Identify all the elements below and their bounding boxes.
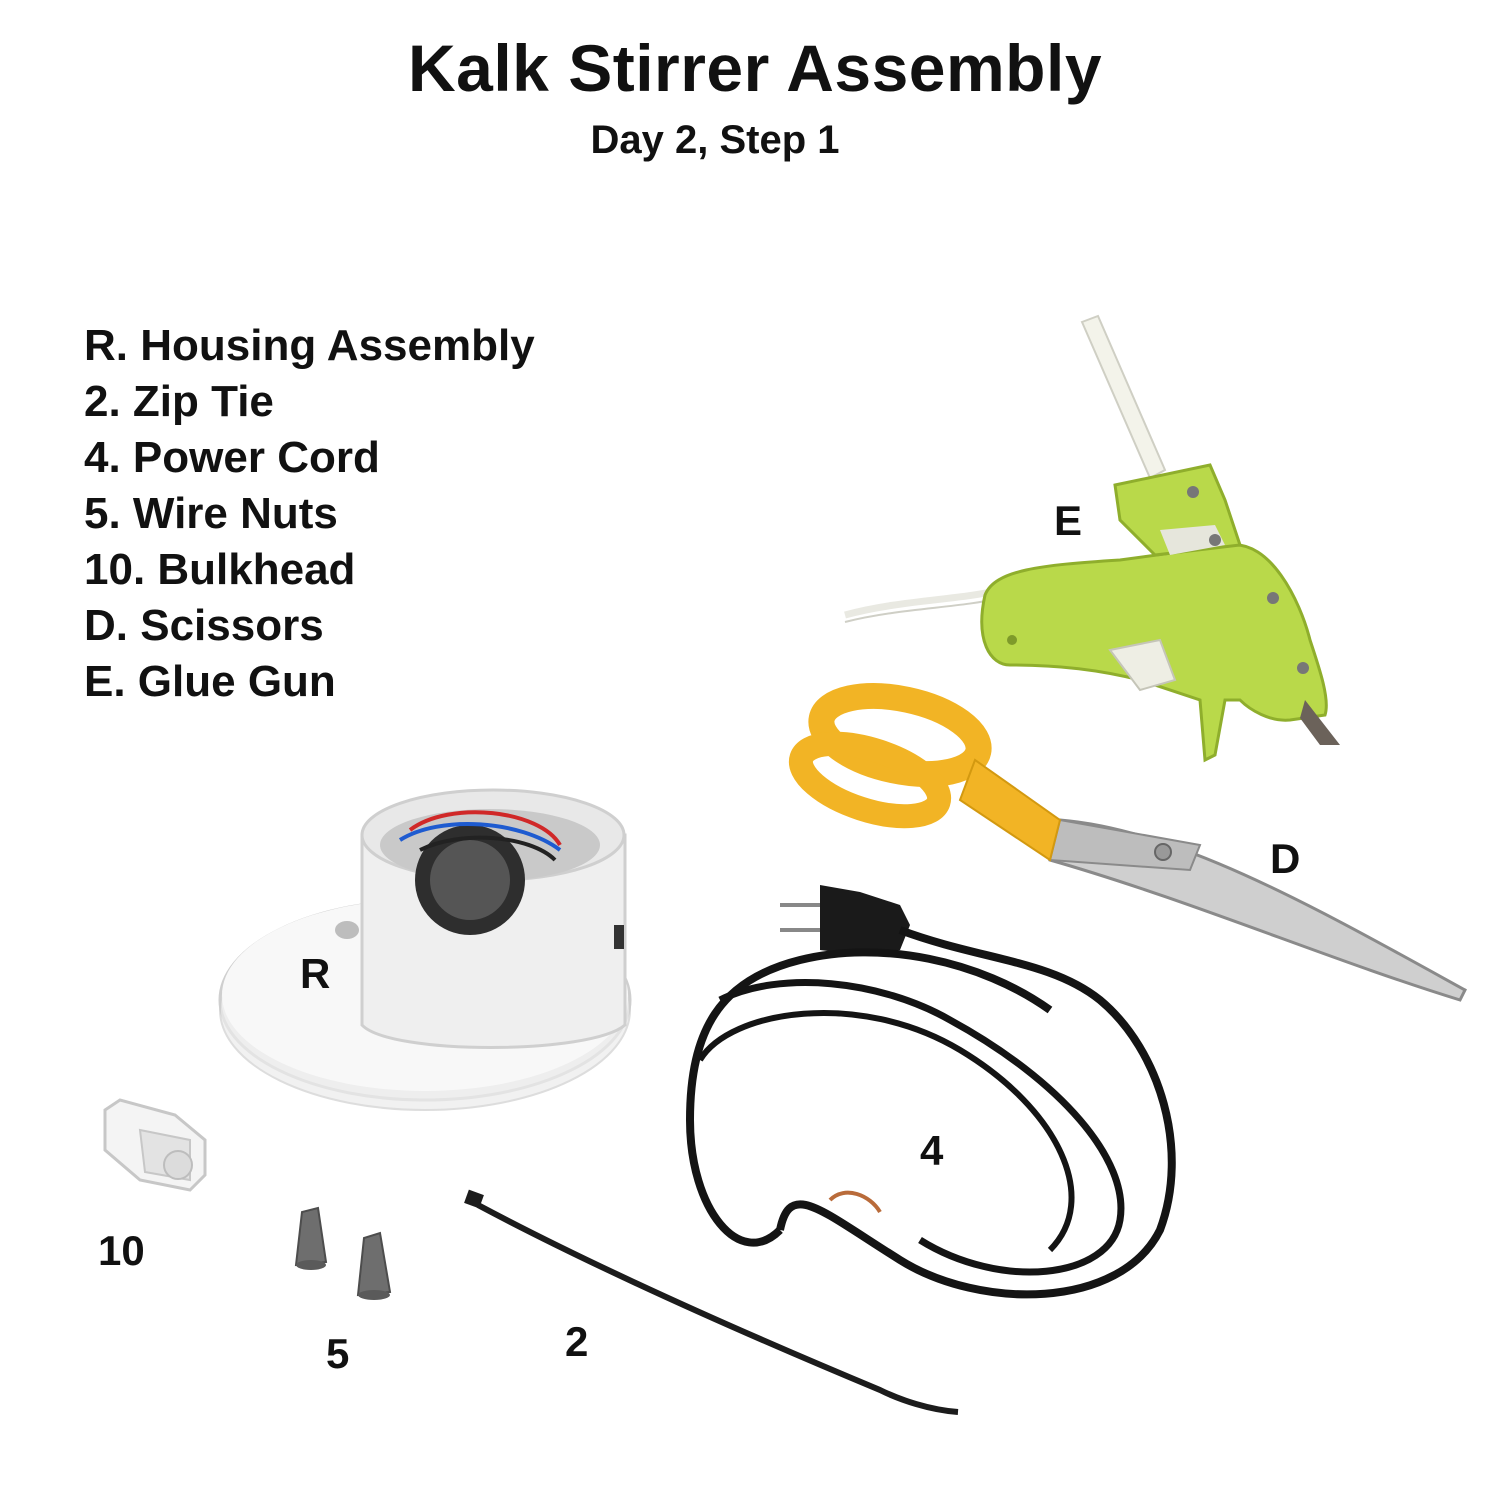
label-scissors: D [1270, 835, 1301, 882]
label-glue-gun: E [1054, 497, 1083, 544]
legend-item-bulkhead: 10. Bulkhead [84, 545, 356, 594]
legend-item-zip-tie: 2. Zip Tie [84, 377, 274, 426]
housing-assembly-image [218, 788, 632, 1111]
parts-legend: R. Housing Assembly 2. Zip Tie 4. Power … [84, 318, 535, 710]
page-title: Kalk Stirrer Assembly [407, 31, 1103, 105]
label-zip-tie: 2 [565, 1318, 589, 1365]
page-subtitle: Day 2, Step 1 [590, 118, 840, 162]
label-power-cord: 4 [920, 1127, 944, 1174]
legend-item-glue-gun: E. Glue Gun [84, 657, 336, 706]
glue-gun-image [844, 314, 1340, 763]
label-wire-nuts: 5 [326, 1330, 350, 1377]
zip-tie-image [464, 1189, 959, 1415]
power-cord-image [685, 885, 1176, 1299]
legend-item-power-cord: 4. Power Cord [84, 433, 380, 482]
label-housing-assembly: R [300, 950, 331, 997]
scissors-image [788, 683, 1467, 1002]
bulkhead-image [103, 1098, 207, 1192]
legend-item-scissors: D. Scissors [84, 601, 324, 650]
label-bulkhead: 10 [98, 1227, 145, 1274]
wire-nuts-image [294, 1206, 392, 1300]
legend-item-housing-assembly: R. Housing Assembly [84, 321, 535, 370]
legend-item-wire-nuts: 5. Wire Nuts [84, 489, 338, 538]
